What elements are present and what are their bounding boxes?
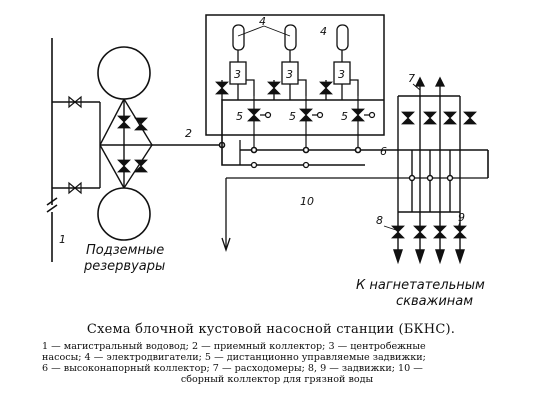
pump-unit-2 — [273, 24, 307, 100]
wells-label: К нагнетательным — [356, 278, 485, 293]
well-valve-8 — [413, 225, 427, 239]
reservoir-valve — [134, 159, 148, 173]
callout-5: 5 — [341, 110, 348, 123]
bkns-schematic: 1 2 3 3 3 4 4 5 5 5 6 7 8 9 10 Подземные… — [46, 14, 489, 309]
callout-6: 6 — [380, 145, 387, 158]
main-water-conduit — [46, 38, 58, 262]
callout-4: 4 — [320, 25, 327, 38]
pump-unit-3 — [325, 24, 359, 100]
well-valve-9 — [453, 225, 467, 239]
caption-legend: 1 — магистральный водовод; 2 — приемный … — [42, 341, 512, 385]
callout-7: 7 — [408, 72, 415, 85]
well-valve-9 — [433, 225, 447, 239]
caption-line: 6 — высоконапорный коллектор; 7 — расход… — [42, 363, 423, 374]
callout-10: 10 — [300, 195, 314, 208]
callout-3: 3 — [338, 68, 345, 81]
callout-4: 4 — [259, 15, 266, 28]
callout-3: 3 — [234, 68, 241, 81]
reservoir-valve — [134, 117, 148, 131]
callout-5: 5 — [236, 110, 243, 123]
callout-9: 9 — [458, 211, 465, 224]
reservoir-lower — [97, 187, 151, 241]
caption-line: насосы; 4 — электродвигатели; 5 — дистан… — [42, 352, 426, 363]
wells-label: скважинам — [396, 294, 473, 309]
high-pressure-collector — [240, 146, 489, 178]
reservoirs-label: резервуары — [83, 259, 165, 274]
well-valve-8 — [391, 225, 405, 239]
manifold-valve — [423, 111, 437, 125]
pump-station-enclosure — [205, 14, 385, 136]
callout-8: 8 — [376, 214, 383, 227]
dirty-water-collector — [221, 140, 488, 253]
reservoirs-label: Подземные — [86, 243, 164, 258]
pump-inlet-valve — [215, 81, 229, 95]
distribution-manifold — [397, 95, 461, 213]
callout-3: 3 — [286, 68, 293, 81]
callout-leaders — [237, 25, 461, 231]
manifold-valve — [401, 111, 415, 125]
reservoir-valve — [117, 115, 131, 129]
caption-line: сборный коллектор для грязной воды — [180, 374, 374, 385]
reservoir-piping — [99, 98, 153, 189]
caption-line: 1 — магистральный водовод; 2 — приемный … — [42, 341, 426, 352]
pump-unit-1 — [221, 24, 255, 100]
pump-inlet-valve — [319, 81, 333, 95]
reservoir-valve — [117, 159, 131, 173]
callout-1: 1 — [59, 233, 66, 246]
flowmeters — [414, 76, 446, 96]
reservoir-upper — [97, 46, 151, 100]
callout-2: 2 — [185, 127, 192, 140]
caption-title: Схема блочной кустовой насосной станции … — [86, 322, 456, 337]
well-outlets — [393, 212, 465, 265]
callout-5: 5 — [289, 110, 296, 123]
pump-inlet-valve — [267, 81, 281, 95]
remote-valve-actuators — [253, 96, 376, 150]
manifold-valve — [463, 111, 477, 125]
manifold-valve — [443, 111, 457, 125]
reservoir-inlet-pipes — [52, 101, 101, 189]
